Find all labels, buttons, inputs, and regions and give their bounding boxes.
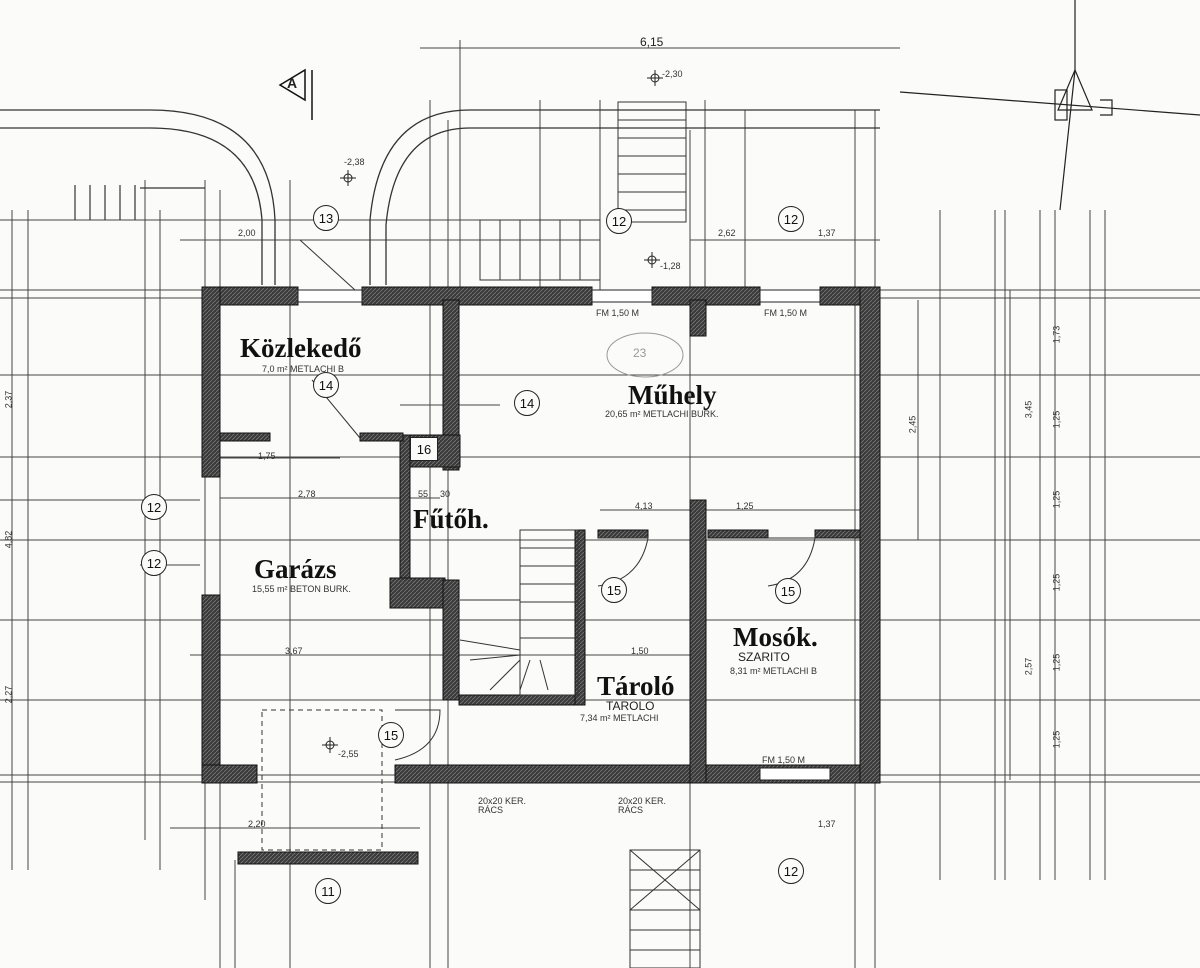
dim-inner-5: 1,25 <box>736 501 754 511</box>
room-spec-kozlekedo: 7,0 m² METLACHI B <box>262 364 345 374</box>
dim-inner-4: 4,13 <box>635 501 653 511</box>
dim-inner-6: 1,50 <box>631 646 649 656</box>
marker-12-left-a: 12 <box>141 494 167 520</box>
marker-14-b: 14 <box>514 390 540 416</box>
marker-12-top-a: 12 <box>606 208 632 234</box>
level-label-2: -2,30 <box>662 69 683 79</box>
dim-col-r5: 1,25 <box>1051 653 1062 672</box>
marker-16: 16 <box>410 437 438 461</box>
room-spec-muhely: 20,65 m² METLACHI BURK. <box>605 409 719 419</box>
dim-left-3: 2,27 <box>3 685 14 704</box>
north-arrow <box>278 68 313 120</box>
dim-top-mid: 2,62 <box>718 228 736 238</box>
marker-15-c: 15 <box>378 722 404 748</box>
marker-14-a: 14 <box>313 372 339 398</box>
room-label-muhely: Műhely <box>628 380 717 410</box>
room-sub-tarolo: TAROLO <box>606 699 655 713</box>
room-spec-garazs: 15,55 m² BETON BURK. <box>252 584 351 594</box>
dim-inner-7: 55 <box>418 489 429 499</box>
room-label-mosok: Mosók. <box>733 622 818 652</box>
dim-inner-3: 3,67 <box>285 646 303 656</box>
dim-inner-8: 30 <box>440 489 451 499</box>
dim-right-1: 3,45 <box>1023 400 1034 419</box>
marker-15-b: 15 <box>775 578 801 604</box>
dim-inner-1: 1,75 <box>258 451 276 461</box>
dim-col-r1: 1,73 <box>1051 325 1062 344</box>
level-label-3: -1,28 <box>660 261 681 271</box>
walls <box>201 286 881 784</box>
windows <box>297 289 831 781</box>
dim-overall-top: 6,15 <box>640 35 664 49</box>
window-label-3: FM 1,50 M <box>762 755 806 765</box>
dim-top-right: 1,37 <box>818 228 836 238</box>
dim-left-2: 4,82 <box>3 530 14 549</box>
level-label-1: -2,38 <box>344 157 365 167</box>
marker-12-top-b: 12 <box>778 206 804 232</box>
garage-dashed <box>261 709 383 851</box>
marker-13: 13 <box>313 205 339 231</box>
room-label-garazs: Garázs <box>254 554 337 584</box>
dim-bottom-2: 1,37 <box>818 819 836 829</box>
grate-label-2: 20x20 KER. RÁCS <box>618 796 667 815</box>
room-label-futoh: Fűtőh. <box>413 504 489 534</box>
window-label-2: FM 1,50 M <box>764 308 808 318</box>
grid-lines <box>0 40 1200 968</box>
marker-12-bottom: 12 <box>778 858 804 884</box>
dim-col-r4: 1,25 <box>1051 573 1062 592</box>
dim-left-1: 2,37 <box>3 390 14 409</box>
level-symbols <box>322 70 663 753</box>
room-number-23: 23 <box>633 346 647 360</box>
marker-15-a: 15 <box>601 577 627 603</box>
door-swings <box>299 239 816 761</box>
stairs-bottom <box>629 849 701 968</box>
window-label-1: FM 1,50 M <box>596 308 640 318</box>
room-spec-tarolo: 7,34 m² METLACHI <box>580 713 659 723</box>
dim-col-r3: 1,25 <box>1051 490 1062 509</box>
room-23-circle <box>606 332 684 378</box>
dim-col-r6: 1,25 <box>1051 730 1062 749</box>
fence <box>74 185 205 220</box>
north-arrow-label: A <box>287 75 298 91</box>
dim-right-3: 2,45 <box>907 415 918 434</box>
marker-12-left-b: 12 <box>141 550 167 576</box>
utility-pole <box>899 0 1200 211</box>
stairs-top <box>479 101 687 281</box>
room-spec-mosok: 8,31 m² METLACHI B <box>730 666 818 676</box>
bottom-sill <box>237 851 419 865</box>
dim-top-left: 2,00 <box>238 228 256 238</box>
stairs-interior <box>459 529 579 696</box>
level-label-4: -2,55 <box>338 749 359 759</box>
marker-11: 11 <box>315 878 341 904</box>
grate-label-1: 20x20 KER. RÁCS <box>478 796 527 815</box>
dim-inner-2: 2,78 <box>298 489 316 499</box>
dim-bottom-1: 2,20 <box>248 819 266 829</box>
room-label-tarolo: Tároló <box>597 671 675 701</box>
dim-col-r2: 1,25 <box>1051 410 1062 429</box>
room-label-kozlekedo: Közlekedő <box>240 333 362 363</box>
room-sub-mosok: SZARITO <box>738 650 790 664</box>
dim-right-2: 2,57 <box>1023 657 1034 676</box>
driveway-curves <box>0 109 880 285</box>
